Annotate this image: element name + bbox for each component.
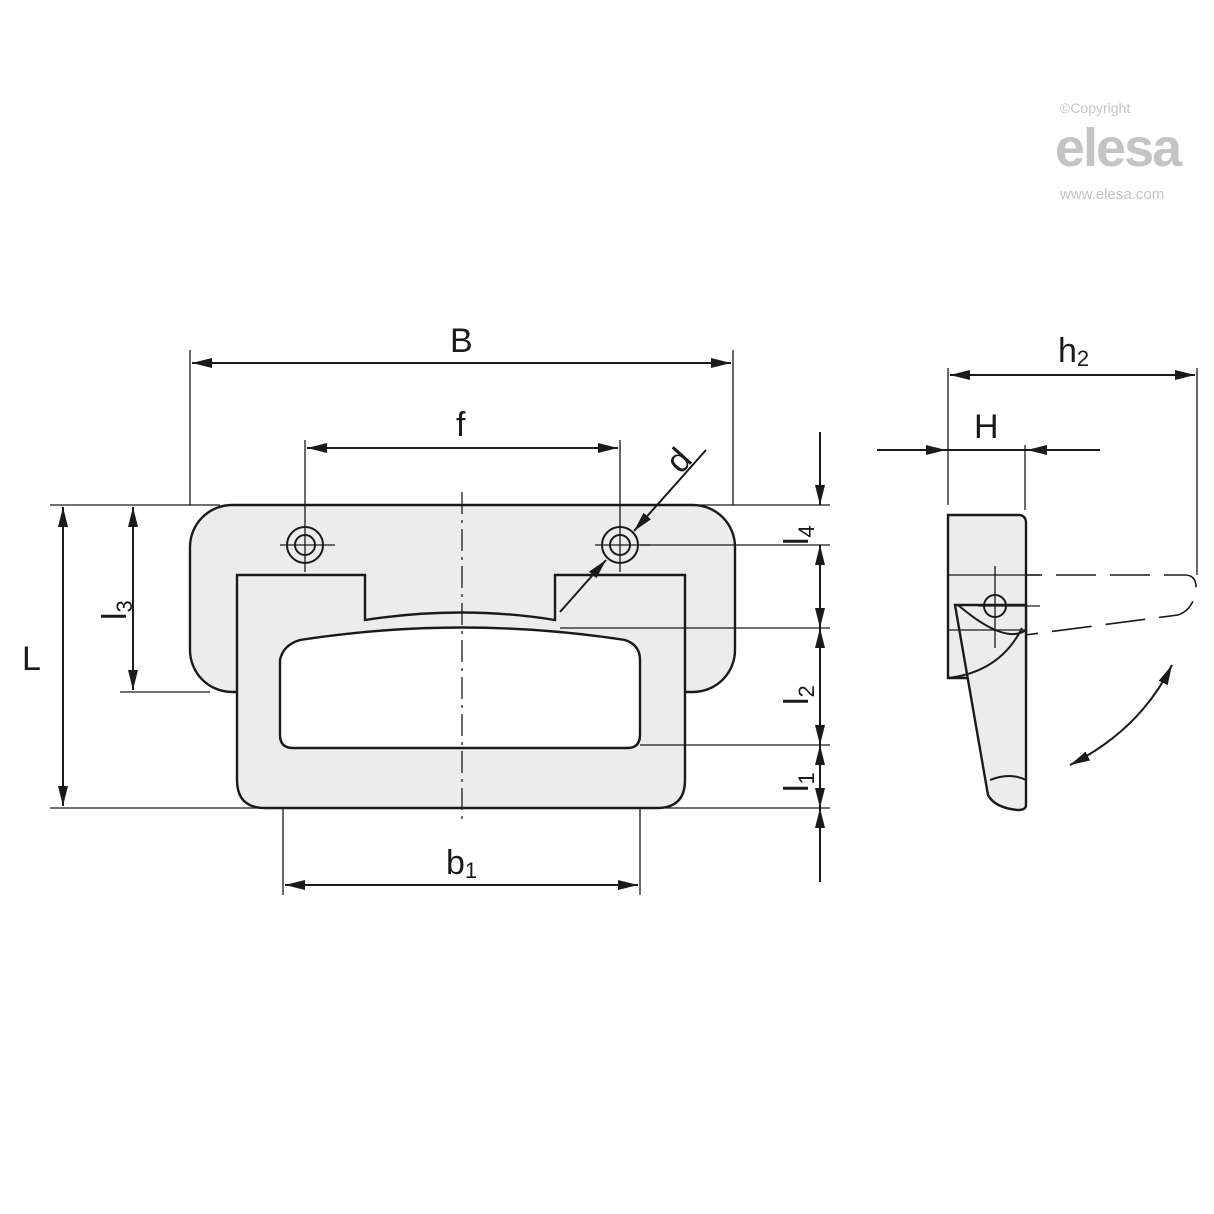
label-d: d	[659, 441, 700, 480]
side-lever	[953, 603, 1028, 812]
handle-opening	[278, 626, 642, 750]
dimension-L: L	[22, 507, 68, 806]
logo-brand: elesa	[1055, 118, 1183, 178]
extension-lines	[50, 350, 830, 895]
label-f: f	[456, 406, 466, 444]
label-l3: l3	[96, 600, 137, 620]
label-H: H	[974, 408, 999, 446]
rotation-arrow	[1069, 664, 1173, 766]
elesa-logo: ©Copyright elesa www.elesa.com	[1055, 100, 1185, 203]
dimension-H: H	[877, 408, 1100, 455]
label-L: L	[22, 640, 41, 678]
dimension-B: B	[192, 322, 731, 368]
label-l1: l1	[778, 772, 819, 792]
label-l2: l2	[778, 685, 819, 705]
label-B: B	[450, 322, 473, 360]
mounting-hole-left	[280, 520, 335, 572]
dimension-b1: b1	[285, 844, 638, 890]
label-b1: b1	[446, 844, 477, 883]
front-view	[188, 492, 737, 822]
dimension-h2: h2	[950, 332, 1195, 380]
logo-url: www.elesa.com	[1059, 186, 1164, 203]
label-l4: l4	[778, 525, 819, 545]
label-h2: h2	[1058, 332, 1089, 371]
dimension-f: f	[307, 406, 618, 453]
dimensions-right-chain: l4 l2 l1	[778, 432, 825, 882]
logo-copyright: ©Copyright	[1060, 100, 1130, 116]
dimension-l3: l3	[96, 507, 138, 690]
side-view	[946, 368, 1198, 812]
